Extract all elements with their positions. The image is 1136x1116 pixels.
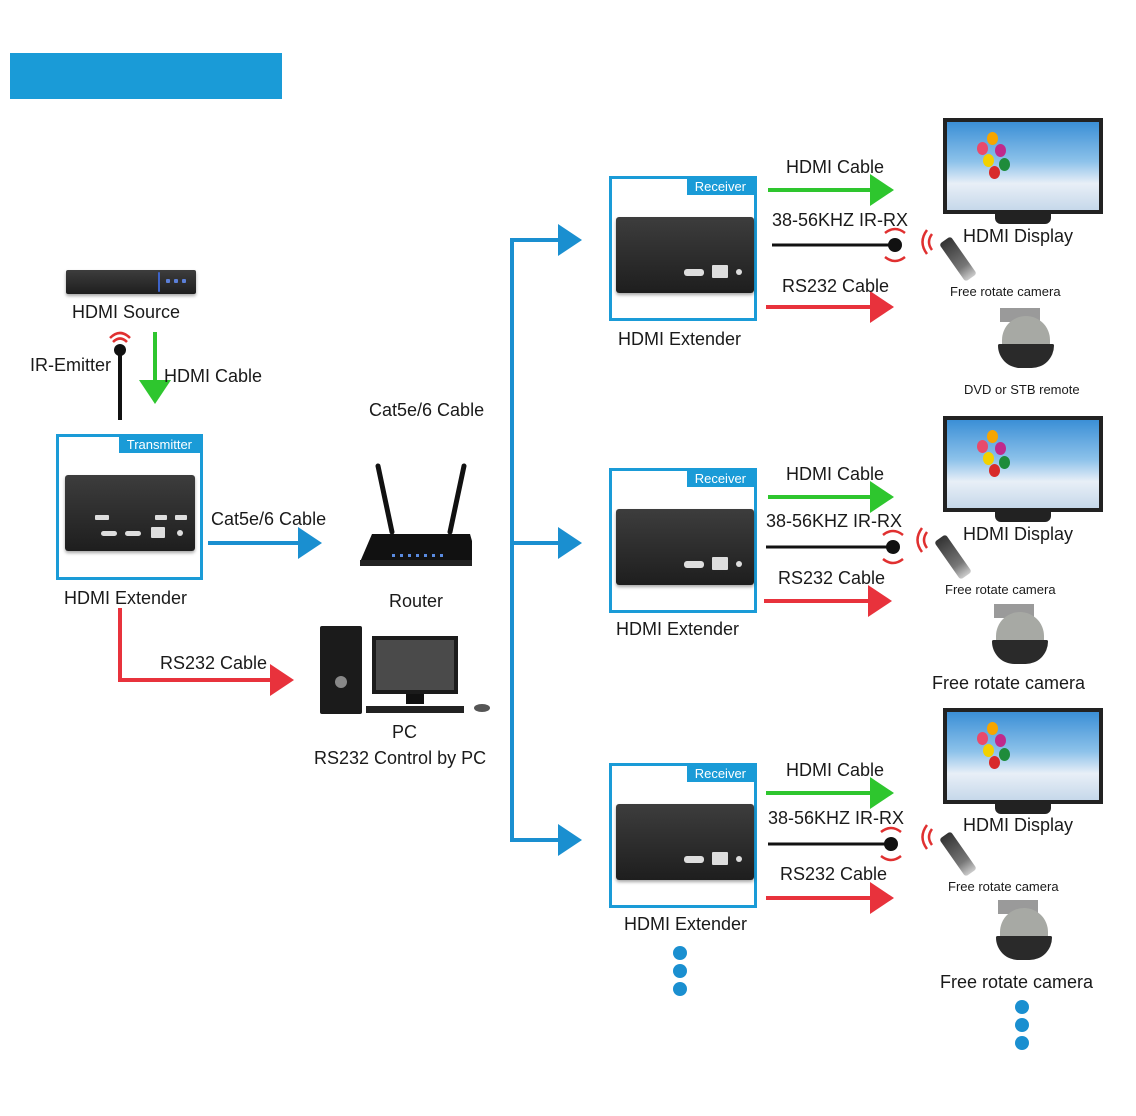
rx-rs232-cable-label: RS232 Cable: [778, 568, 886, 588]
rx1-ir-wave-icon: [884, 227, 906, 263]
transmitter-tag: Transmitter: [118, 437, 200, 453]
rx-ir-label: 38-56KHZ IR-RX: [768, 808, 905, 828]
receiver-box-3[interactable]: Receiver: [609, 763, 757, 908]
dome-camera-icon: [988, 604, 1048, 664]
receiver-device-icon: [616, 804, 754, 880]
rx2-ir-wave-icon: [882, 529, 904, 565]
rx-rs232-cable-label: RS232 Cable: [780, 864, 888, 884]
dome-camera-icon: [994, 308, 1054, 368]
receiver-device-icon: [616, 509, 754, 585]
router-uplink-cable-label: Cat5e/6 Cable: [369, 400, 485, 420]
transmitter-label: HDMI Extender: [64, 588, 188, 608]
rx-ir-label: 38-56KHZ IR-RX: [772, 210, 909, 230]
remote2-wave-icon: [916, 527, 929, 553]
pc-label: PC: [392, 722, 418, 742]
tx-rs232-cable-label: RS232 Cable: [160, 653, 268, 673]
rx3-ir-wave-icon: [880, 826, 902, 862]
camera-label: Free rotate camera: [940, 972, 1094, 992]
receiver-box-2[interactable]: Receiver: [609, 468, 757, 613]
transmitter-device-icon: [65, 475, 195, 551]
camera-label: DVD or STB remote: [964, 382, 1080, 397]
dome-camera-icon: [992, 900, 1052, 960]
hdmi-display-label: HDMI Display: [963, 524, 1074, 544]
desktop-pc-icon: [320, 626, 490, 714]
tx-rs232-arrow: [118, 608, 294, 696]
rx1-ir-sensor: [888, 238, 902, 252]
section-title: 2 One to many: [10, 53, 282, 140]
rx-hdmi-cable-label: HDMI Cable: [786, 760, 885, 780]
tx-cat-cable-label: Cat5e/6 Cable: [211, 509, 327, 529]
hdmi-source-label: HDMI Source: [72, 302, 181, 322]
ir-emitter-label: IR-Emitter: [30, 355, 111, 375]
receiver-box-1[interactable]: Receiver: [609, 176, 757, 321]
pc-sublabel: RS232 Control by PC: [314, 748, 487, 768]
source-hdmi-cable-label: HDMI Cable: [164, 366, 263, 386]
rx-ir-label: 38-56KHZ IR-RX: [766, 511, 903, 531]
router-icon: [360, 463, 472, 566]
ir-emitter-head: [114, 344, 126, 356]
rx-hdmi-cable-label: HDMI Cable: [786, 464, 885, 484]
section-title-text: One to many: [86, 104, 270, 140]
receiver-label: HDMI Extender: [624, 914, 748, 934]
hdmi-display-label: HDMI Display: [963, 226, 1074, 246]
camera-label: Free rotate camera: [932, 673, 1086, 693]
hdmi-display-label: HDMI Display: [963, 815, 1074, 835]
rx2-ir-sensor: [886, 540, 900, 554]
rx-hdmi-cable-label: HDMI Cable: [786, 157, 885, 177]
remote3-wave-icon: [921, 824, 934, 850]
rx3-ir-sensor: [884, 837, 898, 851]
remote1-wave-icon: [921, 229, 934, 255]
dvd-player-icon: [66, 270, 196, 294]
receiver-label: HDMI Extender: [618, 329, 742, 349]
router-bus-arrow-3: [510, 543, 582, 856]
receiver-tag: Receiver: [686, 179, 754, 195]
remote-label: Free rotate camera: [945, 582, 1056, 597]
section-number: 2: [41, 104, 60, 140]
receiver-label: HDMI Extender: [616, 619, 740, 639]
receiver-tag: Receiver: [686, 766, 754, 782]
rx-rs232-cable-label: RS232 Cable: [782, 276, 890, 296]
ir-emitter-wave-icon: [109, 331, 131, 343]
remote-label: Free rotate camera: [948, 879, 1059, 894]
receiver-device-icon: [616, 217, 754, 293]
router-label: Router: [389, 591, 444, 611]
remote-label: Free rotate camera: [950, 284, 1061, 299]
router-bus-line: [510, 224, 582, 543]
transmitter-box[interactable]: Transmitter: [56, 434, 203, 580]
receiver-tag: Receiver: [686, 471, 754, 487]
